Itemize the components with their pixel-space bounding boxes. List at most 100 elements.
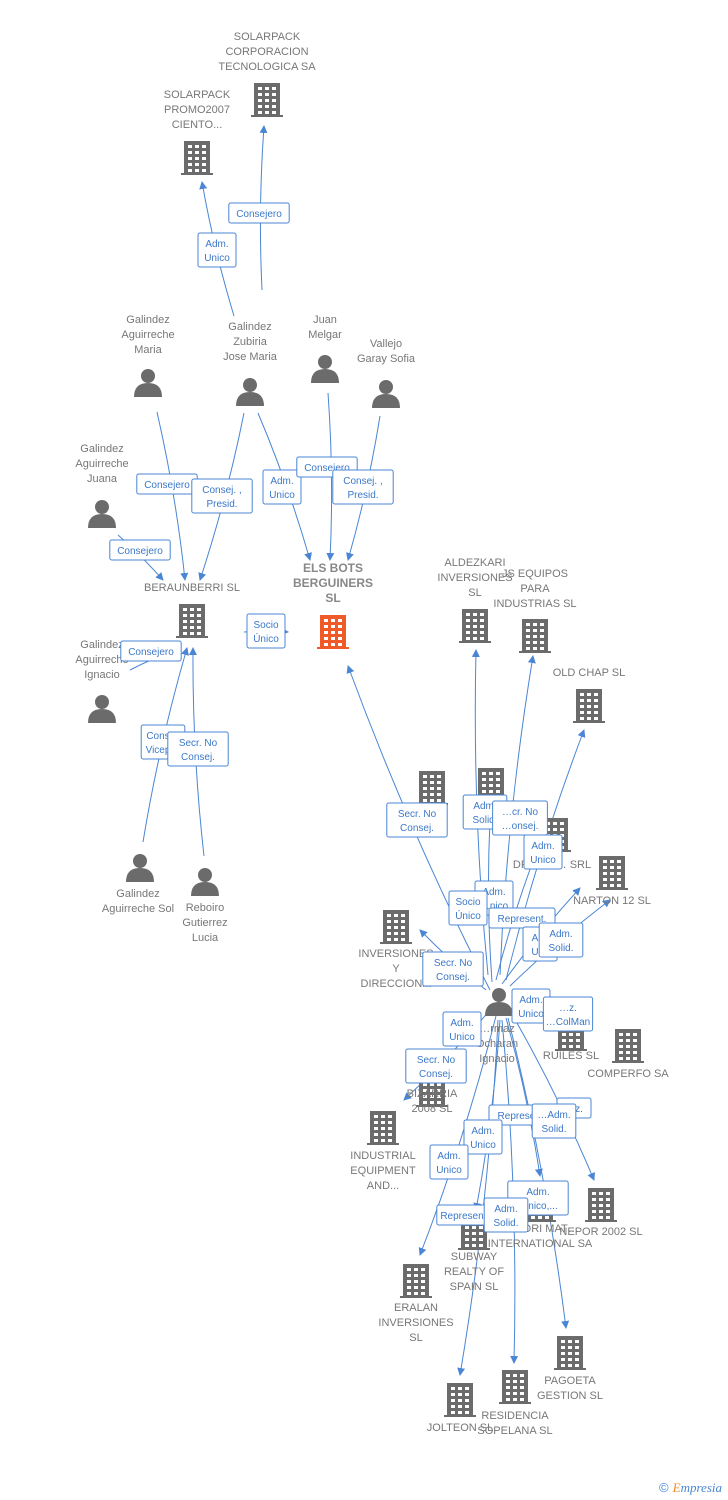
node-label: AND...: [367, 1180, 399, 1192]
relationship-label-text: Consej. ,: [202, 485, 241, 496]
brand-initial: E: [672, 1480, 681, 1495]
building-icon: [585, 1188, 617, 1222]
relationship-label[interactable]: Consejero: [109, 539, 171, 561]
node-label: SL: [468, 587, 481, 599]
relationship-edge: [507, 1017, 570, 1329]
relationship-label-text: Solid.: [548, 943, 573, 954]
relationship-label[interactable]: Adm.Unico: [511, 988, 551, 1024]
relationship-label[interactable]: Adm.Unico: [262, 469, 302, 505]
relationship-label-text: Secr. No: [417, 1055, 456, 1066]
node-industrial[interactable]: INDUSTRIAL EQUIPMENT AND...: [350, 1111, 416, 1192]
node-co-a[interactable]: [416, 771, 448, 805]
node-nepor[interactable]: NEPOR 2002 SL: [559, 1188, 643, 1238]
relationship-label[interactable]: Consejero: [136, 473, 198, 495]
node-label: COMPERFO SA: [587, 1068, 669, 1080]
node-label: ELS BOTS: [303, 561, 363, 575]
node-label: EQUIPMENT: [350, 1165, 416, 1177]
node-label: BERAUNBERRI SL: [144, 582, 240, 594]
node-comperfo[interactable]: COMPERFO SA: [587, 1029, 669, 1080]
node-label: JOLTEON SL: [427, 1422, 493, 1434]
node-inversiones-direccion[interactable]: INVERSIONESYDIRECCION...: [358, 910, 434, 990]
node-label: PARA: [520, 583, 550, 595]
main-company-building-icon: [317, 615, 349, 649]
building-icon: [367, 1111, 399, 1145]
building-icon: [251, 83, 283, 117]
relationship-label[interactable]: Consejero: [120, 640, 182, 662]
relationship-label[interactable]: …z.…ColMan: [542, 996, 594, 1032]
node-label: INDUSTRIAS SL: [493, 598, 576, 610]
relationship-label-text: Único: [253, 632, 279, 645]
relationship-label[interactable]: Adm.Unico: [442, 1011, 482, 1047]
node-old-chap[interactable]: OLD CHAP SL: [553, 667, 626, 723]
relationship-label-text: Solid.: [541, 1124, 566, 1135]
node-label: BIZARRIA: [407, 1088, 458, 1100]
node-label: SOLARPACK: [234, 31, 301, 43]
node-label: BERGUINERS: [293, 576, 373, 590]
relationship-label[interactable]: Consej. ,Presid.: [332, 469, 394, 505]
relationship-label[interactable]: Adm.Solid.: [483, 1197, 529, 1233]
node-label: ERALAN: [394, 1302, 438, 1314]
node-label: SOLARPACK: [164, 89, 231, 101]
relationship-label[interactable]: Adm.Solid.: [538, 922, 584, 958]
relationship-label-text: Único: [455, 909, 481, 922]
relationship-label[interactable]: Represent.: [488, 907, 556, 929]
building-icon: [176, 604, 208, 638]
building-icon: [400, 1264, 432, 1298]
relationship-label-text: Solid.: [472, 815, 497, 826]
relationship-label-text: …nico: [480, 901, 509, 912]
relationship-label-text: Consej. ,: [343, 476, 382, 487]
node-beraunberri[interactable]: BERAUNBERRI SL: [144, 582, 240, 638]
relationship-label[interactable]: Adm.Unico: [523, 834, 563, 870]
node-narton[interactable]: NARTON 12 SL: [573, 856, 651, 907]
relationship-label-text: Presid.: [206, 499, 237, 510]
relationship-label[interactable]: Adm.Unico: [429, 1144, 469, 1180]
node-label: Galindez: [126, 314, 169, 326]
relationship-label[interactable]: Adm.Unico: [463, 1119, 503, 1155]
building-icon: [444, 1383, 476, 1417]
node-label: Galindez: [116, 888, 159, 900]
relationship-label[interactable]: Consejero: [228, 202, 290, 224]
relationship-label[interactable]: …cr. No…onsej.: [492, 800, 548, 836]
relationship-edge: [457, 1019, 499, 1376]
node-js-equipos[interactable]: JS EQUIPOS PARA INDUSTRIAS SL: [493, 568, 577, 653]
relationship-label[interactable]: Consej. , Presid.: [191, 478, 253, 514]
relationship-label-text: Adm.: [531, 841, 554, 852]
node-label: JS EQUIPOS: [502, 568, 568, 580]
node-label: PAGOETA: [544, 1375, 596, 1387]
building-icon: [499, 1370, 531, 1404]
node-label: CIENTO...: [172, 119, 223, 131]
node-label: NEPOR 2002 SL: [559, 1226, 642, 1238]
node-solarpack-promo[interactable]: SOLARPACKPROMO2007CIENTO...: [164, 89, 231, 175]
node-label: INDUSTRIAL: [350, 1150, 415, 1162]
relationship-label-text: Adm.: [437, 1151, 460, 1162]
relationship-label-text: Consej.: [436, 972, 470, 983]
relationship-label-text: Solid.: [493, 1218, 518, 1229]
relationship-label-text: Consejero: [128, 647, 174, 658]
node-jolteon[interactable]: JOLTEON SL: [427, 1383, 493, 1434]
relationship-label[interactable]: Adm.Unico: [197, 232, 237, 268]
relationship-label[interactable]: …Adm.Solid.: [531, 1103, 577, 1139]
